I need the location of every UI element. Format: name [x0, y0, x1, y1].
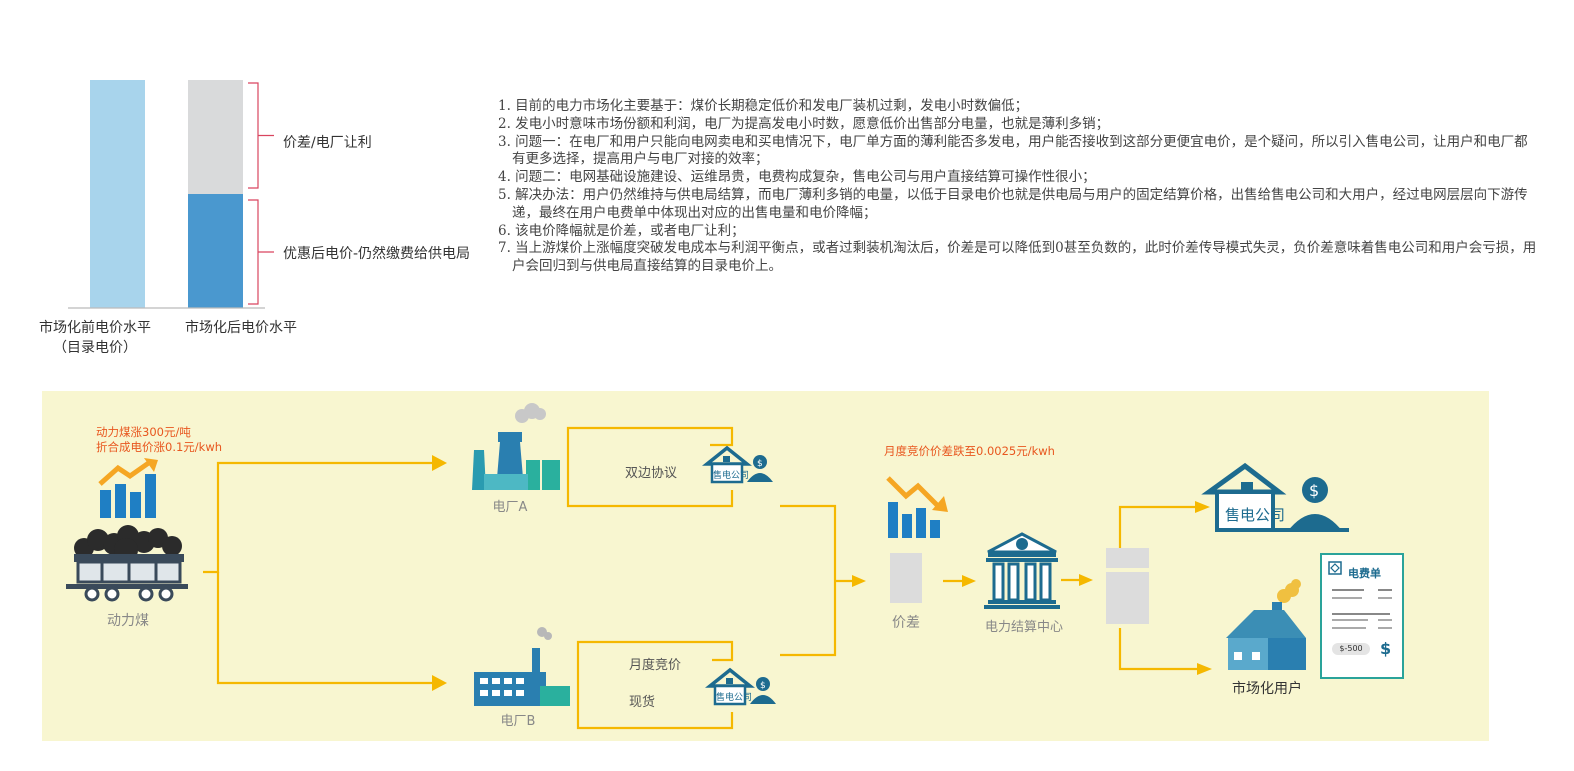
bill-dollar-icon: $: [1380, 639, 1392, 658]
annotation-spread: 价差/电厂让利: [283, 135, 372, 151]
spot-label: 现货: [629, 695, 656, 710]
bank-building-icon: [984, 532, 1060, 609]
bill-line: [1332, 619, 1368, 621]
note-item: 1. 目前的电力市场化主要基于：煤价长期稳定低价和发电厂装机过剩，发电小时数偏低…: [498, 98, 1029, 114]
monthly-bid-label: 月度竞价: [629, 658, 682, 673]
power-plant-a-icon: [472, 403, 560, 490]
bar-before-market: [90, 80, 145, 308]
bill-line: [1378, 589, 1392, 591]
coal-label: 动力煤: [107, 613, 149, 629]
note-item: 6. 该电价降幅就是价差，或者电厂让利；: [498, 222, 745, 239]
house-icon: [1226, 579, 1306, 670]
retail-small-text: 售电公司: [713, 469, 749, 481]
power-plant-b-icon: [474, 627, 570, 706]
plant-a-label: 电厂A: [492, 500, 528, 515]
falling-chart-icon: [886, 476, 948, 538]
price-drop-note: 月度竞价价差跌至0.0025元/kwh: [884, 444, 1055, 458]
bill-line: [1332, 613, 1390, 615]
bill-line: [1332, 589, 1364, 591]
dollar-text: $: [1309, 481, 1319, 500]
note-item: 5. 解决办法：用户仍然维持与供电局结算，而电厂薄利多销的电量，以低于目录电价也…: [498, 186, 1528, 221]
spread-label: 价差: [892, 615, 920, 631]
retail-company-icon-small: 售电公司 $: [705, 667, 776, 706]
retail-small-text: 售电公司: [716, 691, 752, 703]
bill-amount: $-500: [1332, 643, 1370, 655]
electricity-bill-icon: 电费单 $-500 $: [1320, 553, 1404, 679]
x-tick-label-before: 市场化前电价水平 （目录电价）: [30, 318, 160, 358]
dollar-text: $: [760, 681, 766, 691]
split-block-top: [1106, 548, 1149, 568]
price-bar-chart: [68, 80, 274, 309]
settlement-center-label: 电力结算中心: [984, 620, 1063, 635]
rising-chart-icon: [98, 458, 158, 518]
bill-title: 电费单: [1348, 567, 1381, 580]
note-item: 7. 当上游煤价上涨幅度突破发电成本与利润平衡点，或者过剩装机淘汰后，价差是可以…: [498, 240, 1537, 275]
bill-line: [1378, 627, 1392, 629]
bill-line: [1332, 627, 1366, 629]
notes-list: 1. 目前的电力市场化主要基于：煤价长期稳定低价和发电厂装机过剩，发电小时数偏低…: [498, 98, 1538, 276]
bar-after-spread-segment: [188, 80, 243, 194]
bill-logo-icon: [1328, 561, 1342, 575]
plant-b-label: 电厂B: [500, 714, 536, 729]
x-tick-label-after: 市场化后电价水平: [185, 320, 297, 336]
bill-line: [1378, 619, 1392, 621]
x-tick-before-line2: （目录电价）: [53, 340, 137, 356]
bar-after-discount-segment: [188, 194, 243, 308]
dollar-text: $: [757, 459, 763, 469]
discount-brace: [248, 199, 274, 305]
annotation-discount-price: 优惠后电价-仍然缴费给供电局: [283, 246, 471, 262]
x-tick-before-line1: 市场化前电价水平: [39, 320, 151, 336]
bilateral-agreement-label: 双边协议: [625, 466, 678, 481]
note-item: 3. 问题一：在电厂和用户只能向电网卖电和买电情况下，电厂单方面的薄利能否多发电…: [498, 133, 1528, 168]
spread-block: [890, 553, 922, 603]
market-user-label: 市场化用户: [1232, 681, 1302, 697]
coal-cart-icon: [66, 525, 188, 602]
coal-price-note: 动力煤涨300元/吨 折合成电价涨0.1元/kwh: [96, 425, 222, 455]
retail-company-icon-small: 售电公司 $: [702, 445, 773, 484]
bill-line: [1378, 597, 1392, 599]
split-block-bottom: [1106, 572, 1149, 624]
retail-company-icon-large: 售电公司 $: [1201, 462, 1349, 532]
note-item: 4. 问题二：电网基础设施建设、运维昂贵，电费构成复杂，售电公司与用户直接结算可…: [498, 169, 1096, 186]
note-item: 2. 发电小时意味市场份额和利润，电厂为提高发电小时数，愿意低价出售部分电量，也…: [498, 115, 1110, 132]
coal-note-line2: 折合成电价涨0.1元/kwh: [96, 440, 223, 454]
bill-line: [1332, 597, 1362, 599]
retail-large-text: 售电公司: [1225, 506, 1285, 524]
coal-note-line1: 动力煤涨300元/吨: [96, 425, 191, 439]
spread-brace: [248, 82, 274, 189]
